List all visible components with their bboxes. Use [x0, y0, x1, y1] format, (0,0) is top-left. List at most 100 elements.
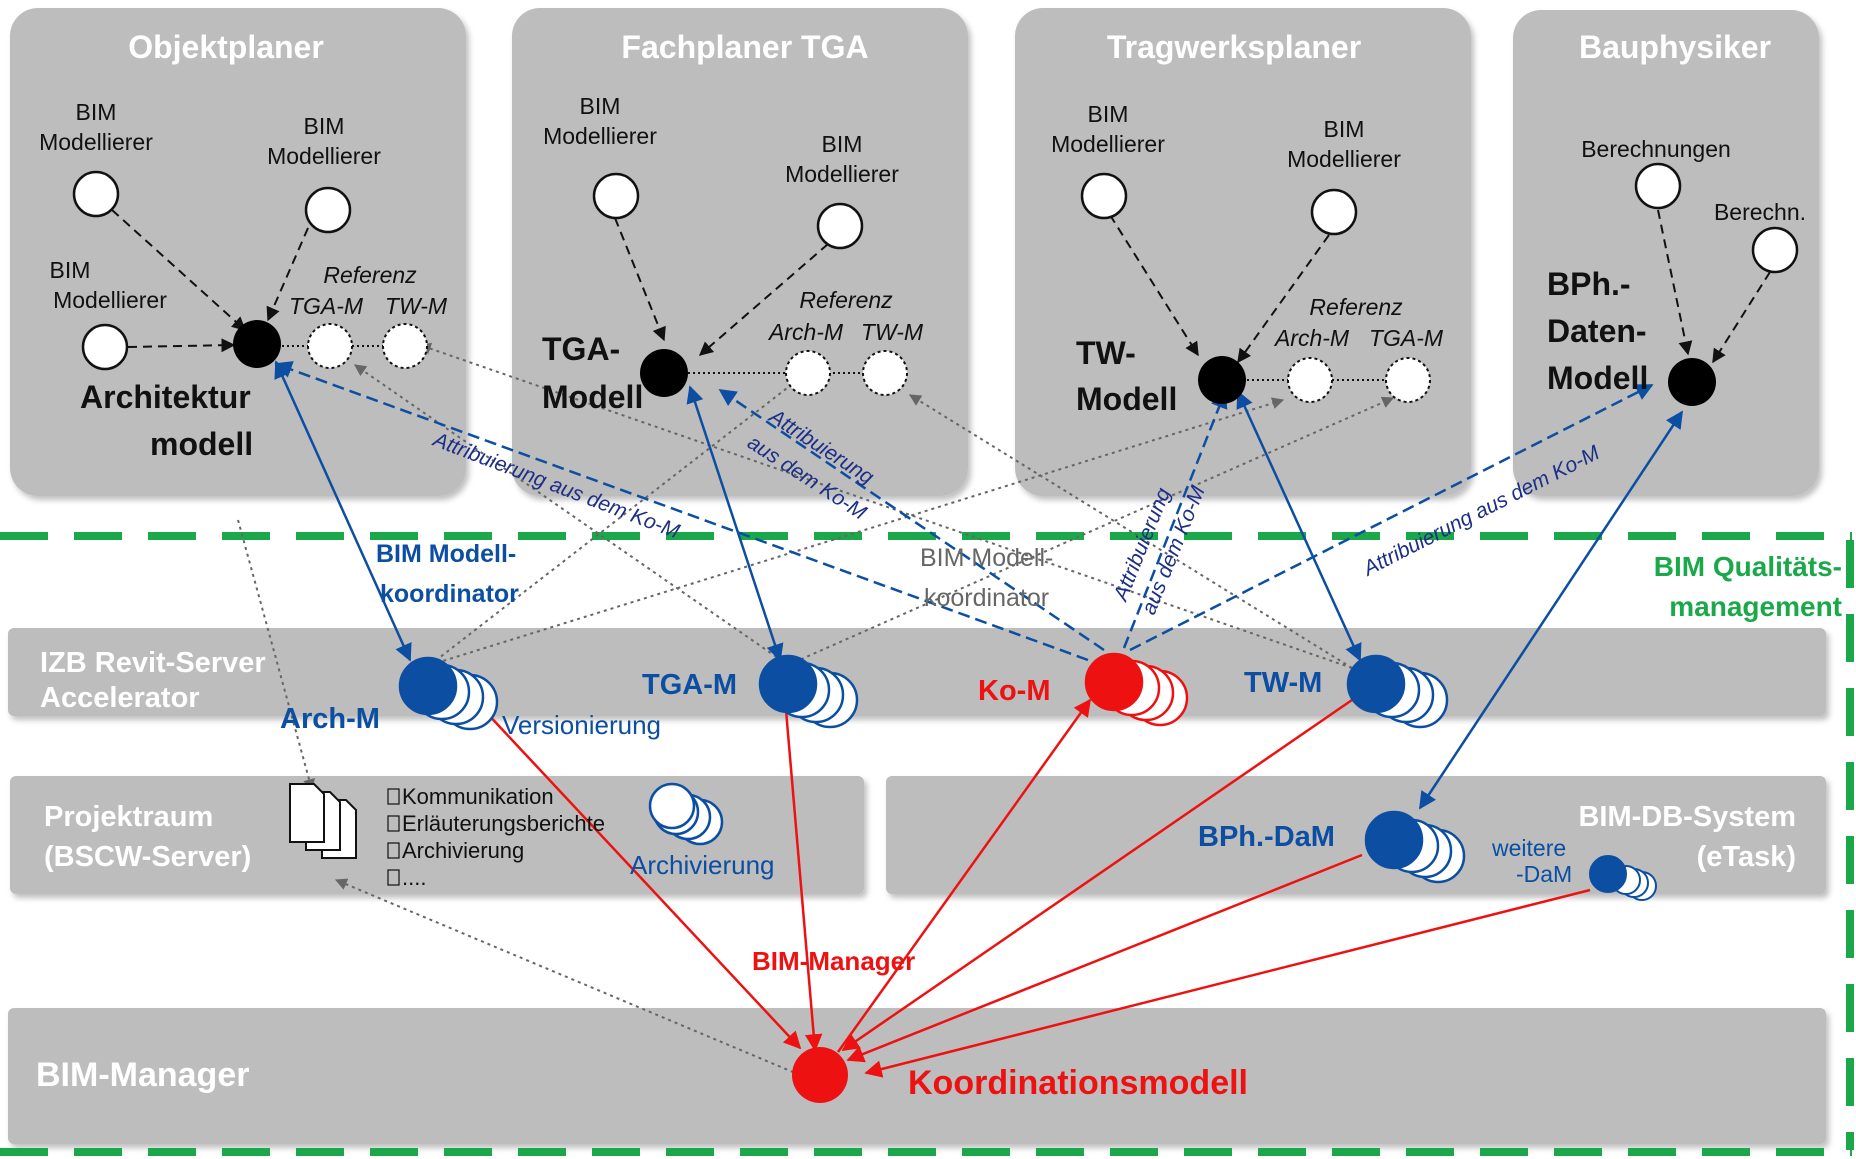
list-item-more: ....	[402, 865, 426, 890]
label-modellierer: Modellierer	[1051, 131, 1165, 157]
label-bph-dam: BPh.-DaM	[1198, 821, 1335, 853]
row-projektraum-line2: (BSCW-Server)	[44, 841, 251, 873]
label-bim: BIM	[50, 257, 91, 283]
label-tw-modell: Modell	[1076, 381, 1177, 417]
node-tga-modell	[640, 349, 688, 397]
label-bim: BIM	[304, 113, 345, 139]
label-berechn: Berechn.	[1714, 199, 1806, 225]
row-bimdb-line2: (eTask)	[1697, 841, 1796, 873]
node-arch-modellierer-3	[81, 323, 129, 371]
coordination-arrows	[274, 360, 1684, 810]
label-quality-1: BIM Qualitäts-	[1654, 551, 1842, 582]
label-weitere: weitere	[1491, 835, 1566, 861]
row-izb-line2: Accelerator	[40, 682, 200, 714]
label-archivierung: Archivierung	[630, 850, 775, 880]
label-bim: BIM	[1324, 116, 1365, 142]
node-tw-modellierer-1	[1080, 172, 1128, 220]
row-bimdb-line1: BIM-DB-System	[1578, 801, 1796, 833]
label-architektur: Architektur	[80, 379, 251, 415]
projektraum-list: Kommunikation Erläuterungsberichte Archi…	[387, 784, 605, 890]
label-bph: BPh.-	[1547, 266, 1631, 302]
server-labels: Arch-M TGA-M Ko-M TW-M BPh.-DaM	[280, 667, 1335, 853]
node-bph-berechn	[1751, 226, 1799, 274]
label-tga-modell: Modell	[542, 379, 643, 415]
node-bph-berechnungen	[1634, 162, 1682, 210]
model-nodes	[233, 320, 1716, 406]
label-ref-tw-m: TW-M	[385, 293, 448, 319]
row-izb-line1: IZB Revit-Server	[40, 647, 266, 679]
row-bim-manager: BIM-Manager	[8, 1008, 1826, 1144]
label-tw-m: TW-M	[1244, 667, 1322, 699]
reference-chains	[257, 345, 1408, 381]
bim-manager-arrows	[469, 694, 1591, 1078]
stack-weitere-dam	[1589, 855, 1657, 901]
modellierer-labels: BIM Modellierer BIM Modellierer BIM Mode…	[39, 93, 1806, 313]
panel-title-fachplaner-tga: Fachplaner TGA	[621, 29, 868, 65]
referenz-labels: Referenz TGA-M TW-M Referenz Arch-M TW-M…	[289, 262, 1444, 351]
secondary-labels: Versionierung Archivierung weitere -DaM	[502, 710, 1572, 887]
label-bim: BIM	[580, 93, 621, 119]
label-quality-2: management	[1669, 591, 1842, 622]
label-modellierer: Modellierer	[1287, 146, 1401, 172]
node-koordinationsmodell	[792, 1047, 848, 1103]
label-modellierer: Modellierer	[785, 161, 899, 187]
label-bim: BIM	[822, 131, 863, 157]
node-bph-modell	[1668, 358, 1716, 406]
label-ref-arch-m: Arch-M	[767, 319, 844, 345]
label-versionierung: Versionierung	[502, 710, 661, 740]
label-arch-m: Arch-M	[280, 703, 380, 735]
row-projektraum-line1: Projektraum	[44, 801, 213, 833]
label-referenz: Referenz	[323, 262, 417, 288]
label-tga-m: TGA-M	[642, 669, 737, 701]
reference-nodes	[307, 323, 1431, 403]
label-modellkoordinator-blue-1: BIM Modell-	[376, 540, 516, 568]
panel-title-tragwerksplaner: Tragwerksplaner	[1107, 29, 1361, 65]
label-tga: TGA-	[542, 331, 620, 367]
list-item-kommunikation: Kommunikation	[402, 784, 554, 809]
label-ref-tga-m: TGA-M	[1369, 325, 1444, 351]
node-tw-modellierer-2	[1310, 188, 1358, 236]
label-modellierer: Modellierer	[53, 287, 167, 313]
node-arch-modellierer-2	[304, 186, 352, 234]
node-arch-modellierer-1	[72, 170, 120, 218]
modellierer-nodes	[72, 162, 1799, 371]
stack-ko-m	[1084, 652, 1189, 727]
stack-arch-m	[398, 656, 499, 731]
label-modellkoordinator-blue-2: koordinator	[380, 580, 519, 608]
label-modellierer: Modellierer	[543, 123, 657, 149]
list-item-archivierung: Archivierung	[402, 838, 524, 863]
label-modellierer: Modellierer	[267, 143, 381, 169]
panel-fachplaner-tga: Fachplaner TGA	[512, 8, 968, 496]
label-weitere-dam: -DaM	[1516, 861, 1572, 887]
label-bph-modell: Modell	[1547, 360, 1648, 396]
stack-archivierung	[648, 782, 724, 846]
label-ko-m: Ko-M	[978, 675, 1050, 707]
label-daten: Daten-	[1547, 313, 1647, 349]
row-bim-manager-label: BIM-Manager	[36, 1056, 249, 1094]
label-modellierer: Modellierer	[39, 129, 153, 155]
node-tga-modellierer-1	[592, 172, 640, 220]
stack-bph-dam	[1364, 810, 1466, 884]
label-tw: TW-	[1076, 335, 1136, 371]
node-architekturmodell	[233, 320, 281, 368]
row-bim-db-system: BIM-DB-System (eTask)	[886, 776, 1826, 894]
panel-tragwerksplaner: Tragwerksplaner	[1015, 8, 1471, 496]
modellierer-arrows	[111, 209, 1771, 364]
node-tga-modellierer-2	[816, 202, 864, 250]
label-berechnungen: Berechnungen	[1581, 136, 1731, 162]
panel-title-objektplaner: Objektplaner	[128, 29, 324, 65]
label-ref-arch-m: Arch-M	[1273, 325, 1350, 351]
label-modell: modell	[150, 426, 253, 462]
label-ref-tga-m: TGA-M	[289, 293, 364, 319]
label-modellkoordinator-grey-1: BIM Modell-	[920, 544, 1053, 572]
list-item-erlaeuterungsberichte: Erläuterungsberichte	[402, 811, 605, 836]
panel-objektplaner: Objektplaner	[10, 8, 466, 496]
label-referenz: Referenz	[1309, 294, 1403, 320]
document-stack-icon	[289, 783, 357, 859]
stack-tw-m	[1346, 654, 1449, 729]
label-referenz: Referenz	[799, 287, 893, 313]
model-labels: Architektur modell TGA- Modell TW- Model…	[80, 266, 1648, 462]
label-bim: BIM	[1088, 101, 1129, 127]
panel-bauphysiker: Bauphysiker	[1513, 10, 1819, 496]
